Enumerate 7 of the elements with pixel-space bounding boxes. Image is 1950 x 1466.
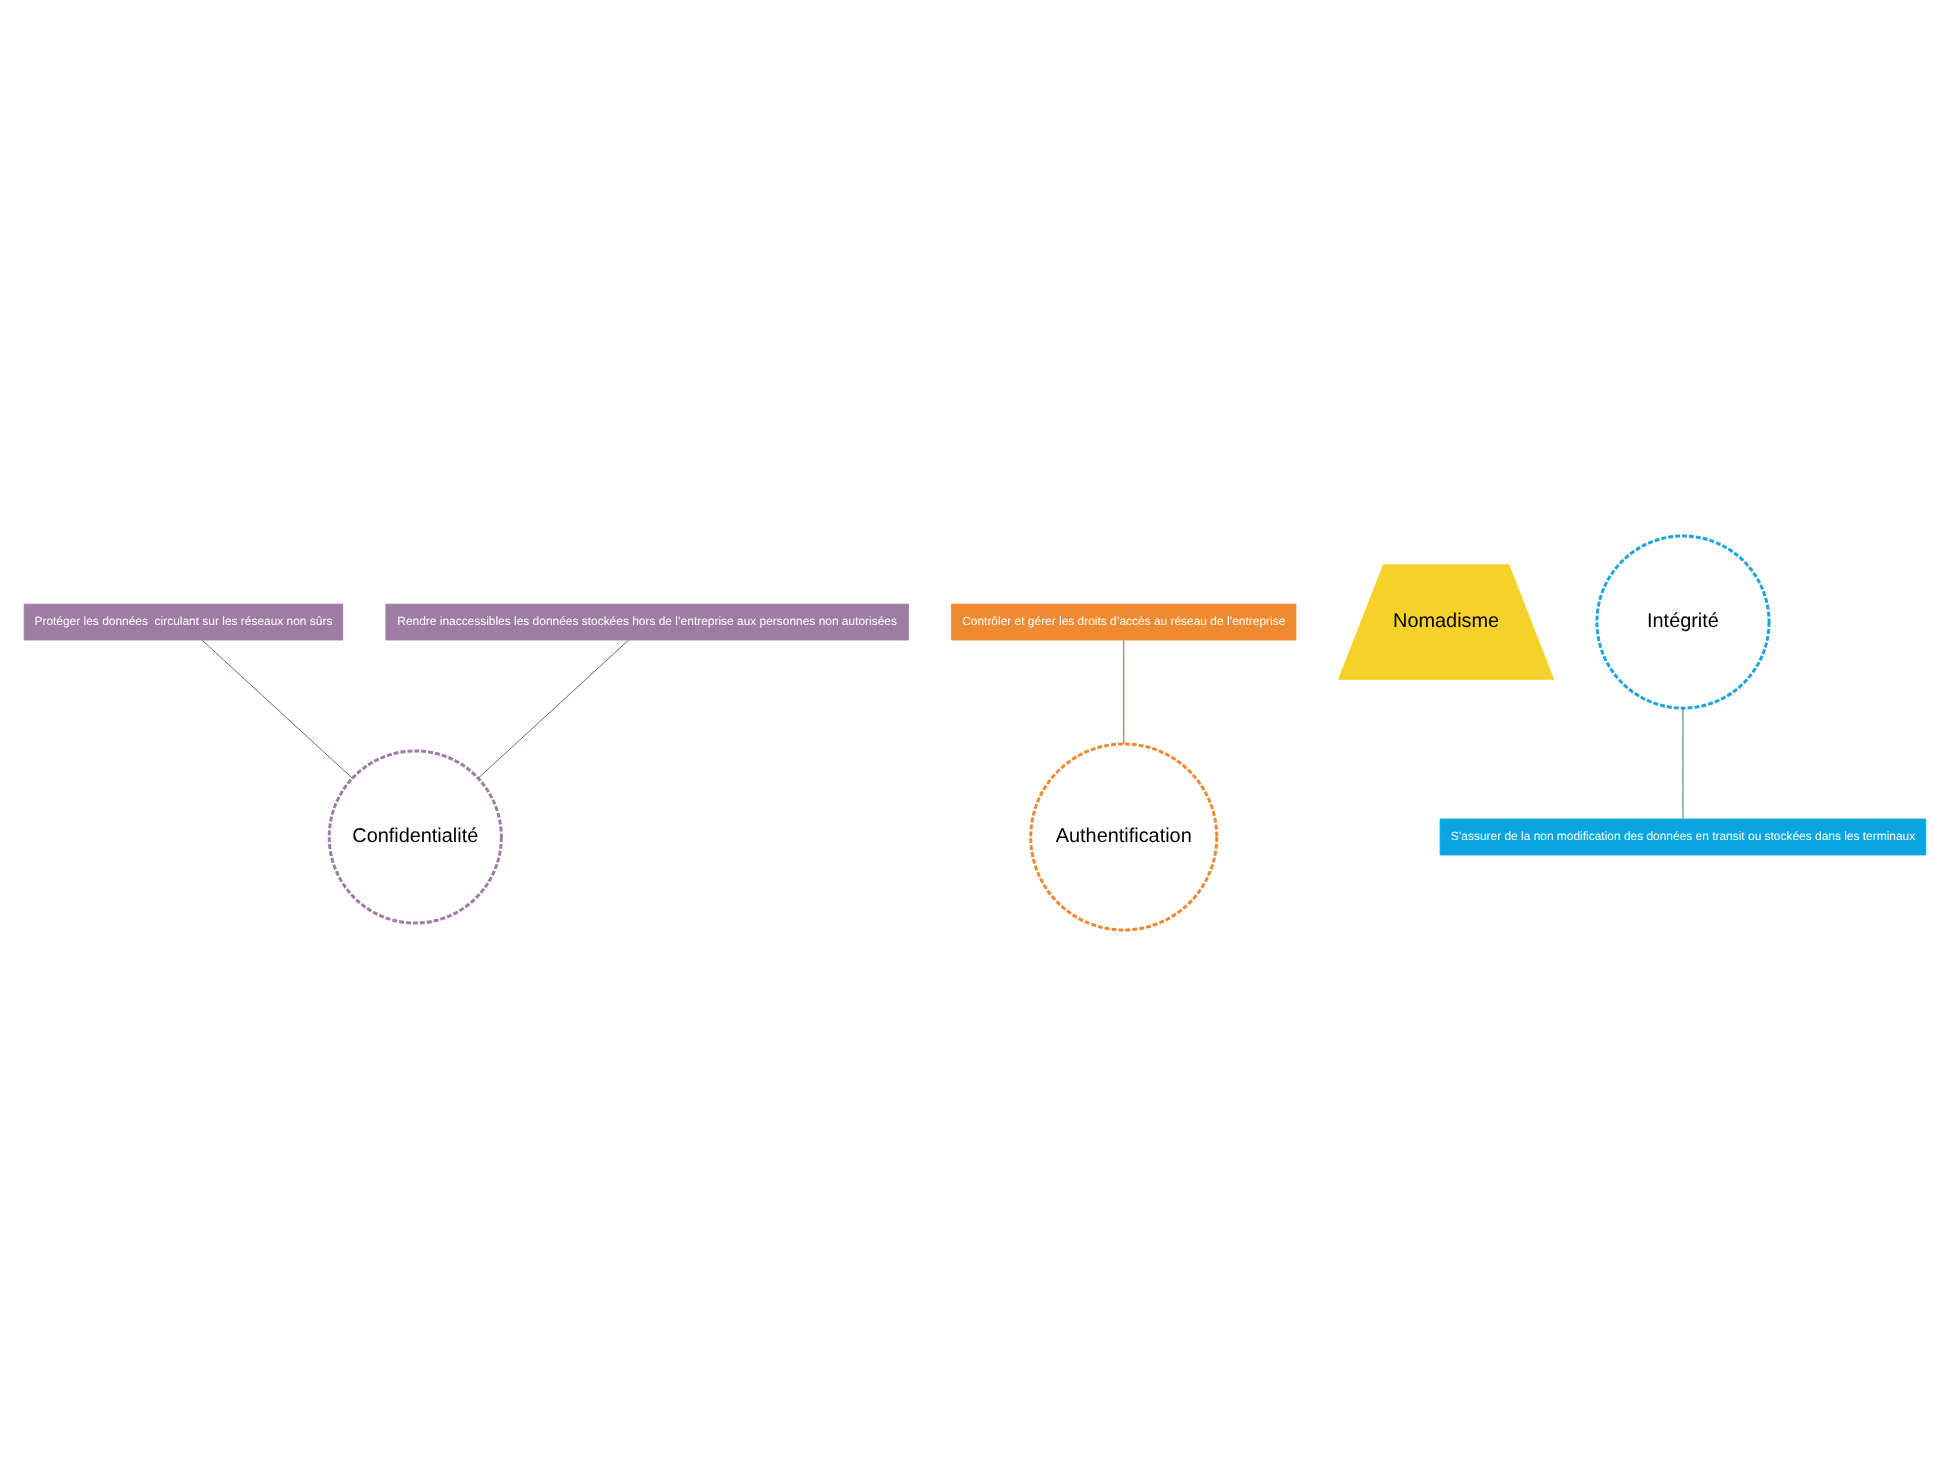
node-circle: Authentification: [1029, 742, 1219, 932]
connector: [1682, 707, 1684, 820]
connector: [477, 639, 630, 779]
node-circle: Confidentialité: [327, 749, 503, 925]
connector: [201, 639, 353, 779]
connector: [1123, 639, 1125, 745]
node-circle: Intégrité: [1595, 534, 1771, 710]
